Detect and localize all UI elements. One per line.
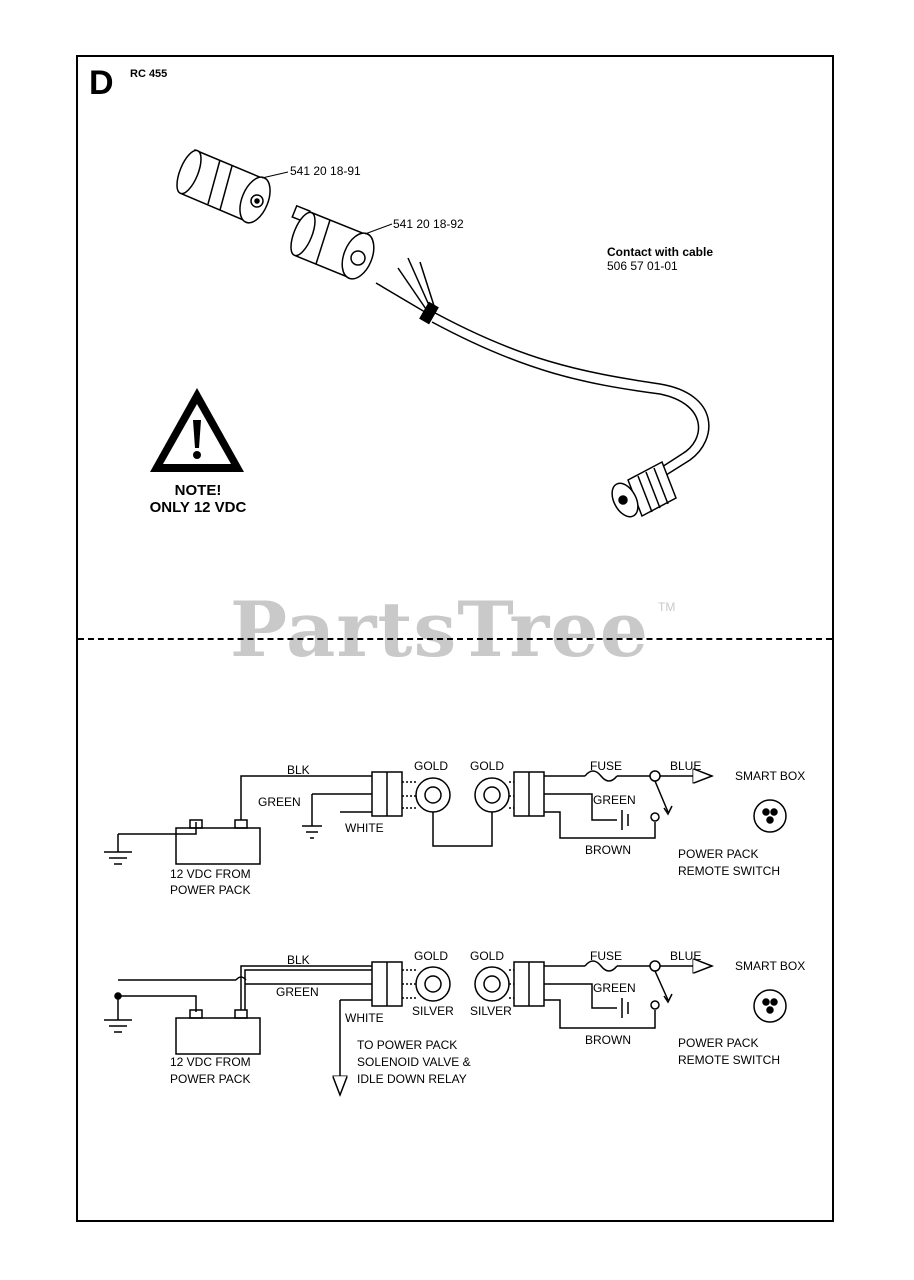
- wire-ends: [375, 257, 437, 316]
- warning-line-2: ONLY 12 VDC: [149, 499, 247, 516]
- leader-line-b: [364, 223, 393, 235]
- diagram-frame: [76, 55, 834, 1222]
- watermark-tm: TM: [658, 600, 676, 614]
- connector-a-part-number: 541 20 18-91: [290, 164, 361, 178]
- contact-label: Contact with cable 506 57 01-01: [607, 245, 713, 273]
- warning-icon: [150, 388, 244, 472]
- warning-note: NOTE! ONLY 12 VDC: [120, 482, 276, 516]
- leader-line-a: [261, 171, 289, 179]
- model-label: RC 455: [130, 68, 168, 80]
- cable-plug: [611, 460, 677, 518]
- connector-b-illustration: [290, 204, 375, 280]
- watermark-logo: PartsTree: [230, 585, 650, 674]
- contact-title: Contact with cable: [607, 245, 714, 259]
- contact-cable: [419, 301, 710, 483]
- connector-a-illustration: [176, 148, 271, 224]
- parts-illustration: [150, 148, 710, 518]
- section-letter: D: [89, 64, 114, 102]
- connector-b-part-number: 541 20 18-92: [393, 217, 464, 231]
- warning-line-1: NOTE!: [174, 482, 222, 499]
- section-divider: [78, 638, 832, 640]
- contact-part-number: 506 57 01-01: [607, 259, 678, 273]
